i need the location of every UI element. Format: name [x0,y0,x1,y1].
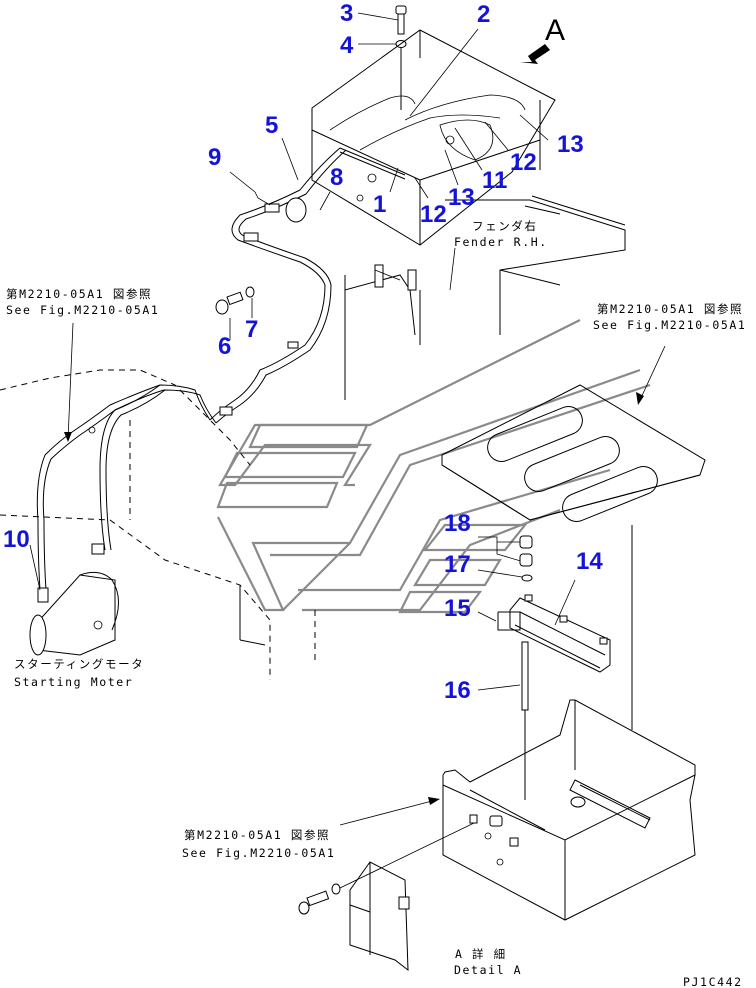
reference-left-en: See Fig.M2210-05A1 [6,303,159,317]
callout-8: 8 [330,164,343,191]
reference-right-en: See Fig.M2210-05A1 [593,318,746,332]
ghost-frame-outline [216,319,651,614]
reference-bottom-en: See Fig.M2210-05A1 [182,846,335,860]
callout-5: 5 [265,112,278,139]
fender-label: フェンダ右 Fender R.H. [454,219,548,249]
callout-12-lower: 12 [420,201,447,228]
callout-11: 11 [482,167,507,194]
battery-hold-down [497,594,611,673]
upper-battery-box [311,29,556,246]
battery-bracket [344,264,421,400]
reference-bottom: 第M2210-05A1 図参照 See Fig.M2210-05A1 [182,828,335,860]
washer-18 [477,569,533,582]
callout-2: 2 [477,1,490,28]
detail-a-label-jp: A 詳 細 [455,947,507,961]
battery-cover [441,384,706,730]
leader-lines [29,12,666,826]
detail-a-label-en: Detail A [454,963,522,977]
callout-6: 6 [218,333,231,360]
drawing-code: PJ1C442 [683,975,743,988]
callout-13-upper: 13 [557,131,584,158]
callout-12-upper: 12 [510,149,537,176]
view-marker-a: A [545,14,565,47]
battery-cables [36,147,347,591]
callout-9: 9 [208,144,221,171]
bolt-6 [215,291,244,315]
callout-17: 18 [444,510,471,537]
callout-14: 14 [576,548,603,575]
detail-a-label: A 詳 細 Detail A [454,947,522,977]
terminal-cover [298,822,475,972]
rod-16 [521,641,529,800]
starting-motor-label-jp: スターティングモータ [14,657,144,671]
battery-tray [442,699,696,921]
washer-4 [395,40,407,110]
engine-body-outline [0,369,316,680]
starting-motor [29,571,119,656]
callout-15: 15 [444,595,471,622]
callout-7: 7 [245,316,258,343]
reference-bottom-jp: 第M2210-05A1 図参照 [184,828,330,842]
callout-10: 10 [3,526,30,553]
reference-right: 第M2210-05A1 図参照 See Fig.M2210-05A1 [593,302,746,332]
reference-left-jp: 第M2210-05A1 図参照 [6,287,152,301]
fender-label-jp: フェンダ右 [472,219,538,233]
callout-18: 17 [444,551,471,578]
fender-label-en: Fender R.H. [454,235,548,249]
callout-4: 4 [340,32,354,59]
view-arrow-a: A [520,14,565,64]
callout-16: 16 [444,677,471,704]
reference-left: 第M2210-05A1 図参照 See Fig.M2210-05A1 [6,287,159,317]
washer-7 [245,286,255,298]
fender-rh [445,195,626,335]
bolt-3 [395,5,407,35]
callouts: 3 4 2 5 9 8 1 12 13 11 12 13 6 7 10 18 1… [3,0,603,704]
callout-3: 3 [340,0,353,27]
reference-right-jp: 第M2210-05A1 図参照 [597,302,743,316]
callout-1: 1 [373,191,386,218]
starting-motor-label-en: Starting Moter [14,675,133,689]
nuts-17 [478,535,533,567]
callout-13-lower: 13 [448,184,475,211]
starting-motor-label: スターティングモータ Starting Moter [14,657,144,689]
